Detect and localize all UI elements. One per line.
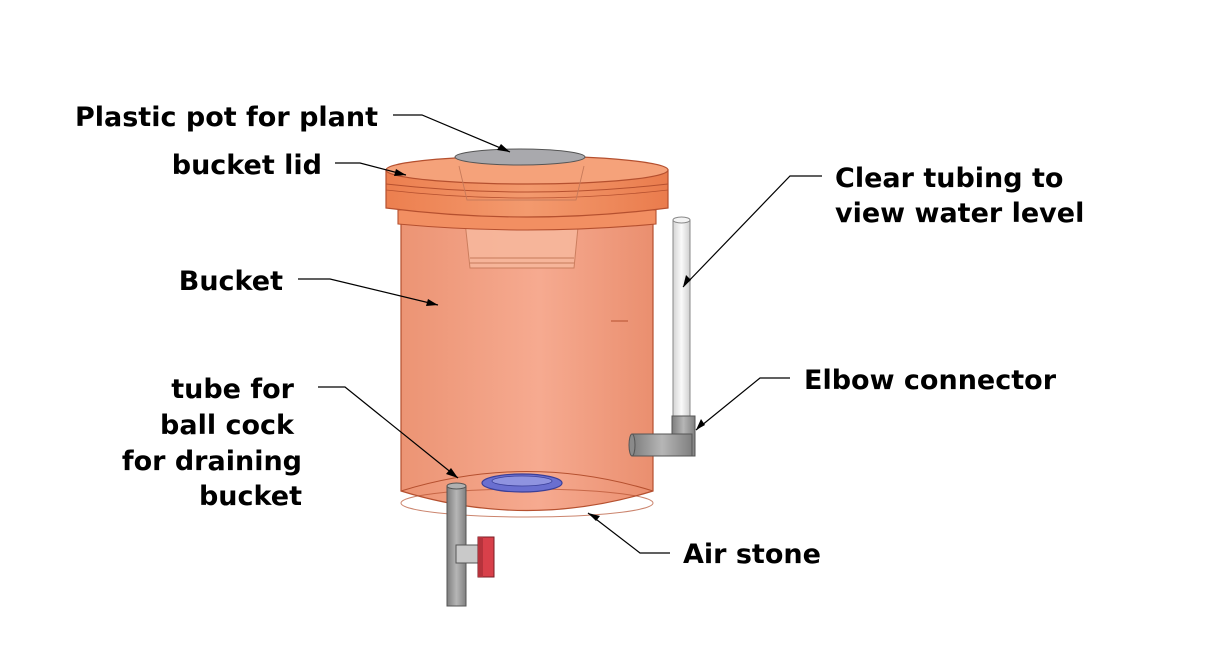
label-air-stone: Air stone [683, 539, 821, 570]
label-clear-tubing-line1: Clear tubing to [835, 163, 1063, 194]
arrowheads [394, 144, 705, 521]
leader-clear-tubing [682, 175, 822, 288]
label-bucket-lid: bucket lid [172, 150, 322, 181]
leader-plastic-pot [393, 114, 511, 153]
leader-air-stone [587, 512, 670, 554]
label-drain-tube-line1: tube for [171, 374, 294, 405]
leader-elbow-connector [695, 377, 790, 431]
leader-lines [298, 114, 822, 554]
arrowhead-elbow [696, 419, 705, 430]
pot-rim [454, 148, 586, 166]
elbow-connector [628, 415, 696, 457]
air-stone [481, 473, 563, 493]
arrowhead-lid [394, 169, 406, 176]
arrowhead-airstone [588, 513, 600, 521]
label-clear-tubing-line2: view water level [835, 198, 1084, 229]
arrowhead-bucket [426, 299, 438, 306]
arrowhead-pot [497, 144, 510, 152]
arrowhead-drain [446, 468, 458, 478]
leader-drain-tube [318, 386, 459, 479]
arrowhead-tubing [683, 275, 691, 287]
label-drain-tube-line3: for draining [122, 446, 302, 477]
clear-tubing [672, 216, 691, 419]
label-plastic-pot: Plastic pot for plant [75, 102, 378, 133]
leader-bucket [298, 278, 439, 306]
bucket-lid [385, 155, 669, 231]
ball-cock-handle [477, 536, 495, 578]
label-drain-tube-line2: ball cock [160, 410, 295, 441]
label-elbow-connector: Elbow connector [804, 365, 1057, 396]
leader-bucket-lid [335, 162, 407, 176]
label-bucket: Bucket [179, 266, 283, 297]
drain-tube [446, 482, 481, 607]
label-drain-tube-line4: bucket [199, 481, 302, 512]
